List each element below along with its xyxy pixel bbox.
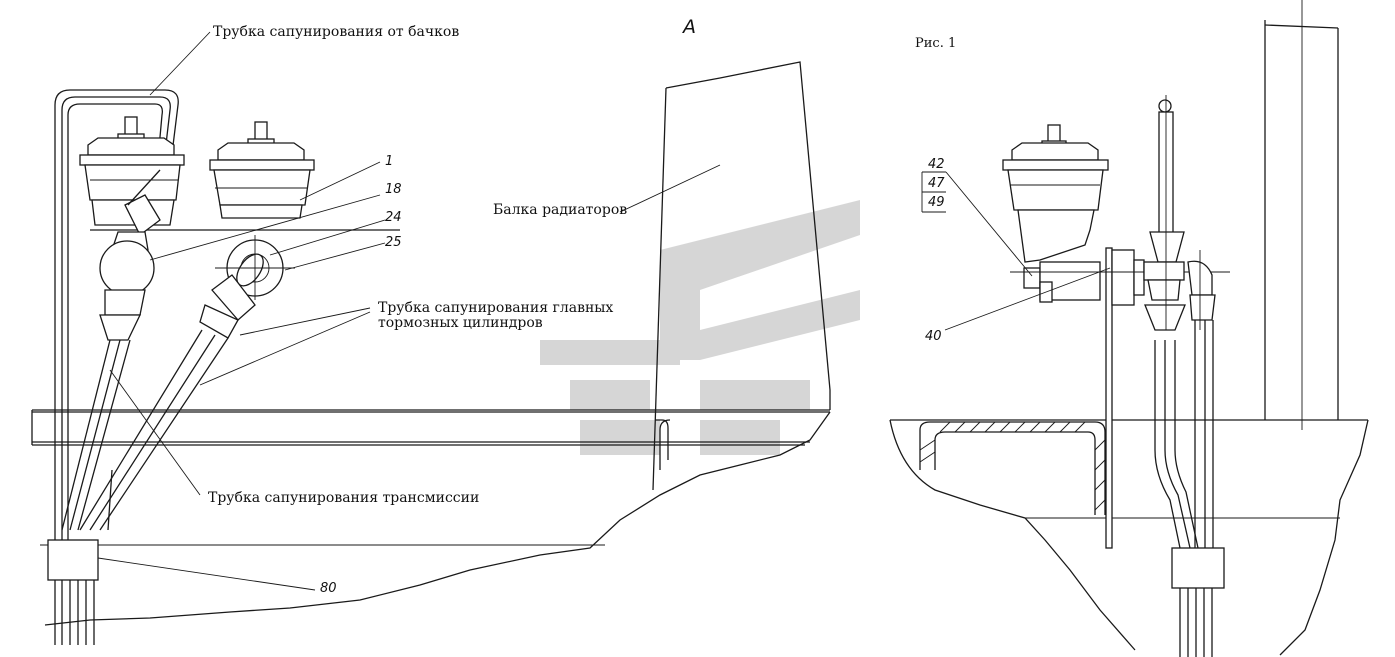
callout-49: 49 [928, 195, 945, 210]
left-view [31, 31, 831, 645]
view-label: А [683, 16, 696, 38]
right-view [889, 0, 1369, 657]
callout-18: 18 [385, 182, 402, 197]
callout-42: 42 [928, 157, 945, 172]
label-tube-master-2: тормозных цилиндров [378, 315, 543, 331]
label-tube-transmission: Трубка сапунирования трансмиссии [208, 490, 480, 506]
callout-80: 80 [320, 581, 337, 596]
callout-24: 24 [385, 210, 402, 225]
callout-47: 47 [928, 176, 945, 191]
callout-1: 1 [385, 154, 394, 169]
callout-40: 40 [925, 329, 942, 344]
figure-label: Рис. 1 [915, 36, 957, 51]
label-radiator-beam: Балка радиаторов [493, 202, 628, 218]
watermark-logo [540, 200, 860, 455]
label-tube-tanks: Трубка сапунирования от бачков [213, 24, 460, 40]
label-tube-master-1: Трубка сапунирования главных [378, 300, 614, 316]
callout-25: 25 [385, 235, 402, 250]
